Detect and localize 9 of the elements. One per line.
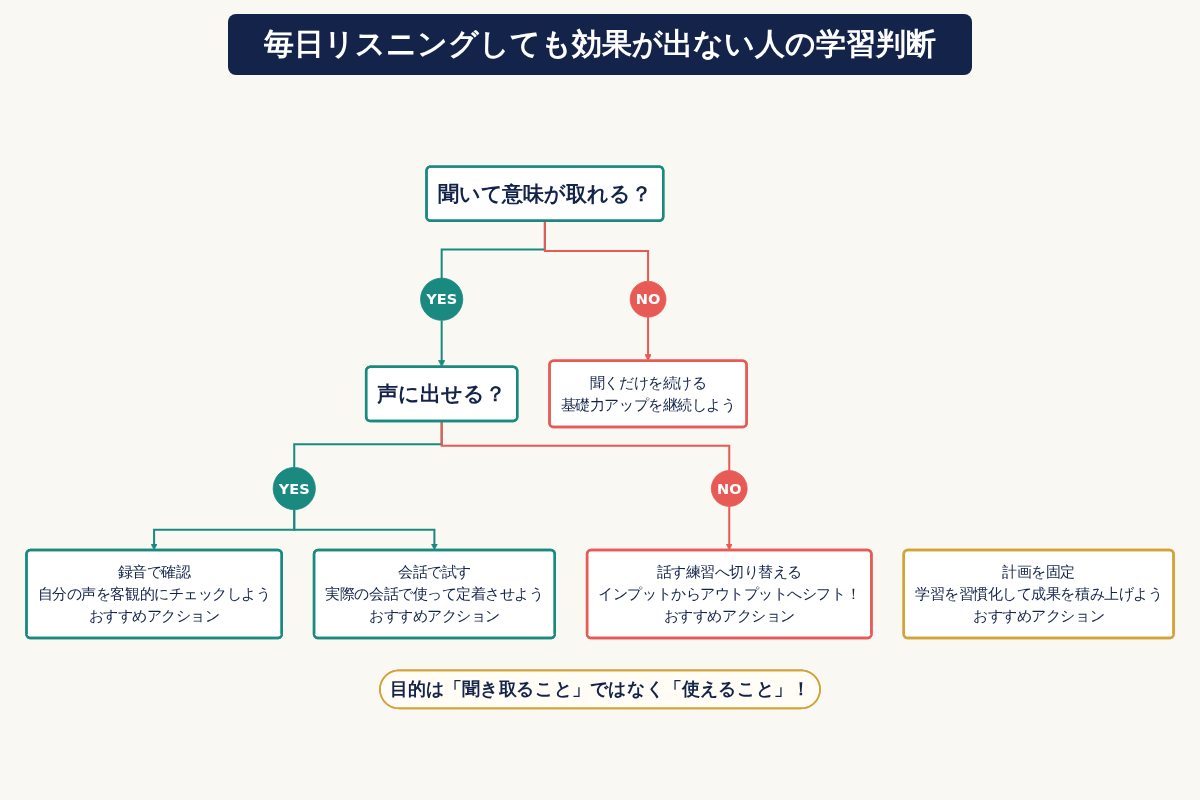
node-circle: YES — [272, 467, 316, 511]
node-circle: NO — [629, 280, 667, 318]
title-banner: 毎日リスニングしても効果が出ない人の学習判断 — [228, 14, 972, 75]
arrow — [725, 506, 733, 551]
node-circle: YES — [420, 277, 464, 321]
arrow — [293, 509, 438, 551]
node-circle: NO — [710, 470, 748, 507]
connector — [440, 420, 731, 471]
connector — [543, 220, 650, 282]
